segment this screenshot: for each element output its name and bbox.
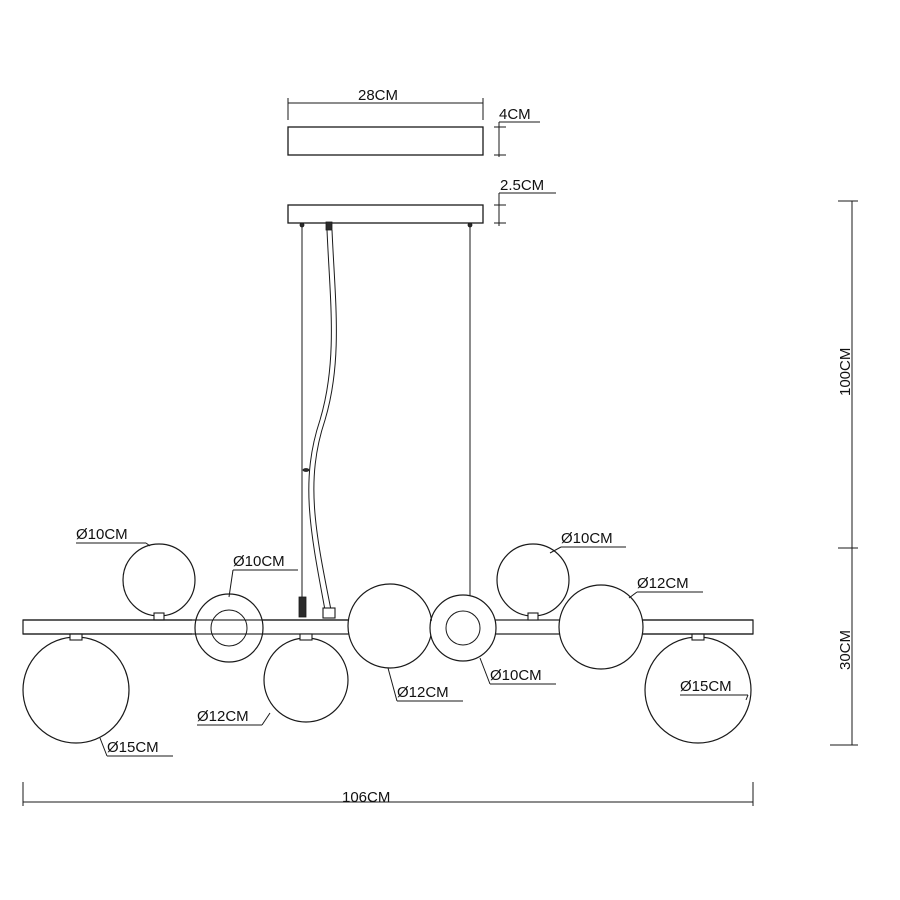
globe-bottom-left (22, 636, 130, 744)
drop-height-label: 100CM (837, 348, 854, 396)
suspension-cables (298, 227, 474, 619)
globes (22, 543, 754, 744)
vertical-dimensions: 100CM 30CM (830, 200, 858, 746)
mount-height-label: 2.5CM (500, 177, 544, 194)
canopy-width-label: 28CM (358, 87, 398, 104)
label-upper-left-inner: Ø10CM (233, 553, 285, 570)
width-dimension: 106CM (22, 782, 754, 806)
globe-lower-left-inner (263, 637, 349, 723)
label-top-right: Ø10CM (561, 530, 613, 547)
globe-upper-right (558, 584, 644, 670)
globe-labels: Ø10CM Ø10CM Ø10CM Ø12CM Ø12CM Ø10CM Ø15C… (76, 526, 749, 757)
body-height-label: 30CM (837, 630, 854, 670)
globe-upper-left-inner (194, 593, 264, 663)
label-top-left: Ø10CM (76, 526, 128, 543)
label-upper-right: Ø12CM (637, 575, 689, 592)
ceiling-mount: 2.5CM (287, 177, 556, 231)
label-bottom-right: Ø15CM (680, 678, 732, 695)
globe-center-right-small (429, 594, 497, 662)
canopy-height-label: 4CM (499, 106, 531, 123)
label-bottom-left: Ø15CM (107, 739, 159, 756)
label-lower-left-inner: Ø12CM (197, 708, 249, 725)
mount-bar (287, 204, 484, 224)
globe-top-right (496, 543, 570, 617)
label-center-right-small: Ø10CM (490, 667, 542, 684)
canopy-plate (287, 126, 484, 156)
power-cord (308, 229, 332, 611)
total-width-label: 106CM (342, 789, 390, 806)
label-center: Ø12CM (397, 684, 449, 701)
globe-center (347, 583, 433, 669)
globe-top-left (122, 543, 196, 617)
canopy-view: 28CM 4CM (287, 87, 540, 157)
